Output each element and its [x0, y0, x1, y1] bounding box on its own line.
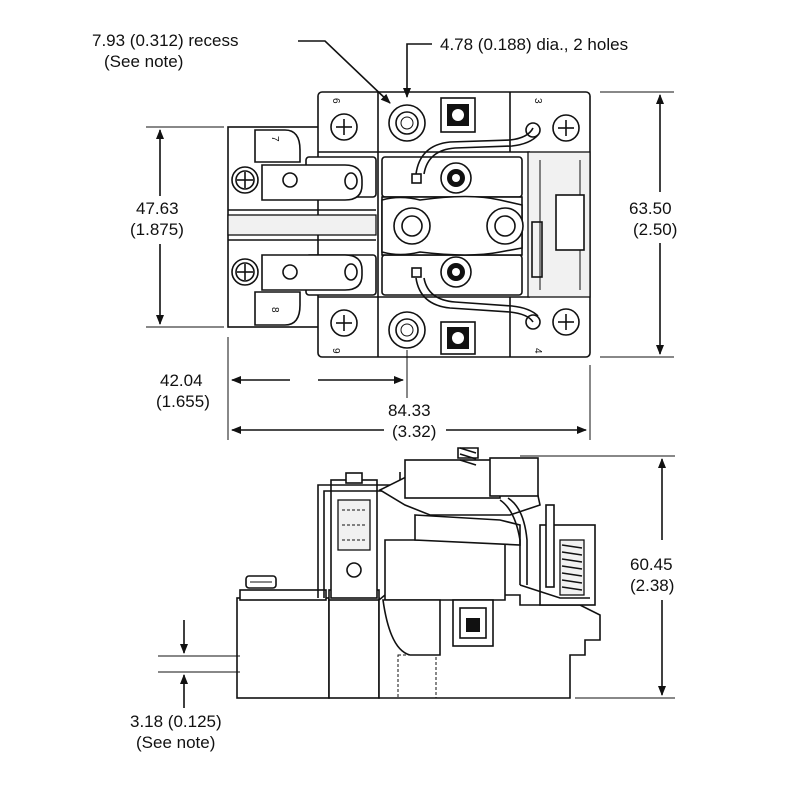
- side-middle-block: [328, 597, 380, 699]
- screw-icon: [231, 258, 259, 286]
- side-height-in: (2.38): [630, 576, 674, 595]
- length-mm: 84.33: [388, 401, 431, 420]
- offset-in: (1.655): [156, 392, 210, 411]
- offset-mm: 42.04: [160, 371, 203, 390]
- height-mm: 63.50: [629, 199, 672, 218]
- side-view-dimensions: 60.45 (2.38) 3.18 (0.125) (See note): [130, 455, 675, 752]
- width-small-mm: 47.63: [136, 199, 179, 218]
- mounting-hole-icon: [388, 311, 426, 349]
- top-view-dimensions: 7.93 (0.312) recess (See note) 4.78 (0.1…: [92, 31, 677, 444]
- terminal-label: 8: [269, 307, 280, 313]
- side-height-mm: 60.45: [630, 555, 673, 574]
- terminal-label: 6: [330, 98, 341, 104]
- thickness-label: 3.18 (0.125): [130, 712, 222, 731]
- screw-icon: [231, 166, 259, 194]
- recess-note: (See note): [104, 52, 183, 71]
- terminal-label: 4: [532, 348, 543, 354]
- thickness-note: (See note): [136, 733, 215, 752]
- screw-icon: [552, 308, 580, 336]
- terminal-label: 3: [532, 98, 543, 104]
- recess-leader: [298, 40, 391, 104]
- terminal-label: 7: [269, 136, 280, 142]
- screw-icon: [330, 113, 358, 141]
- side-view: [236, 447, 601, 699]
- recess-label: 7.93 (0.312) recess: [92, 31, 238, 50]
- top-view: 6 7 8 9 3 4: [227, 91, 591, 358]
- width-small-in: (1.875): [130, 220, 184, 239]
- screw-icon: [552, 114, 580, 142]
- height-in: (2.50): [633, 220, 677, 239]
- terminal-label: 9: [330, 348, 341, 354]
- screw-icon: [330, 309, 358, 337]
- mounting-hole-icon: [388, 104, 426, 142]
- holes-leader: [403, 43, 432, 98]
- side-left-block: [236, 597, 330, 699]
- length-in: (3.32): [392, 422, 436, 441]
- holes-label: 4.78 (0.188) dia., 2 holes: [440, 35, 628, 54]
